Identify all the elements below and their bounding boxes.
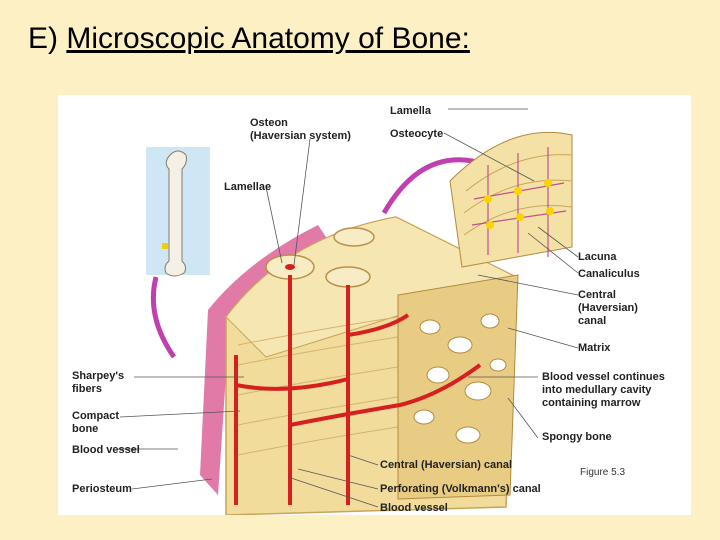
- label-blood-vessel-left: Blood vessel: [72, 444, 140, 456]
- figure-caption: Figure 5.3: [580, 467, 626, 478]
- slide-title: E) Microscopic Anatomy of Bone:: [28, 22, 470, 56]
- label-lamella: Lamella: [390, 105, 431, 117]
- spongy-cavities: [413, 313, 507, 444]
- label-blood-vessel-continues: Blood vessel continues into medullary ca…: [542, 371, 665, 409]
- label-lamellae: Lamellae: [224, 181, 272, 193]
- osteon-top-3: [333, 227, 375, 247]
- label-osteocyte: Osteocyte: [390, 128, 444, 140]
- label-perforating-canal: Perforating (Volkmann's) canal: [380, 483, 541, 495]
- osteon-canal: [285, 264, 295, 270]
- label-compact-bone: Compact bone: [72, 410, 120, 435]
- label-lacuna: Lacuna: [578, 251, 617, 263]
- osteocyte-cells: [484, 179, 554, 229]
- label-sharpeys-fibers: Sharpey's fibers: [72, 370, 125, 395]
- inset-marker: [162, 243, 168, 249]
- label-blood-vessel-bottom: Blood vessel: [380, 502, 448, 514]
- periosteum-layer: [200, 225, 338, 495]
- long-bone-icon: [164, 150, 187, 277]
- label-osteon: Osteon (Haversian system): [250, 117, 351, 142]
- title-prefix: E): [28, 22, 67, 55]
- label-central-canal-right: Central (Haversian) canal: [578, 289, 638, 327]
- leader-lines: [118, 108, 579, 508]
- title-main: Microscopic Anatomy of Bone:: [66, 22, 470, 55]
- label-canaliculus: Canaliculus: [578, 268, 640, 280]
- label-matrix: Matrix: [578, 342, 611, 354]
- magnified-osteon-wedge: [449, 131, 573, 268]
- blood-vessels: [234, 275, 482, 505]
- label-spongy-bone: Spongy bone: [542, 431, 612, 443]
- bone-anatomy-figure: Osteon (Haversian system) Lamellae Lamel…: [58, 95, 691, 515]
- bone-illustration: [118, 108, 579, 515]
- label-periosteum: Periosteum: [72, 483, 132, 495]
- magnify-arrow-left: [150, 276, 177, 359]
- label-central-canal-bottom: Central (Haversian) canal: [380, 459, 513, 471]
- osteon-top-2: [325, 266, 371, 288]
